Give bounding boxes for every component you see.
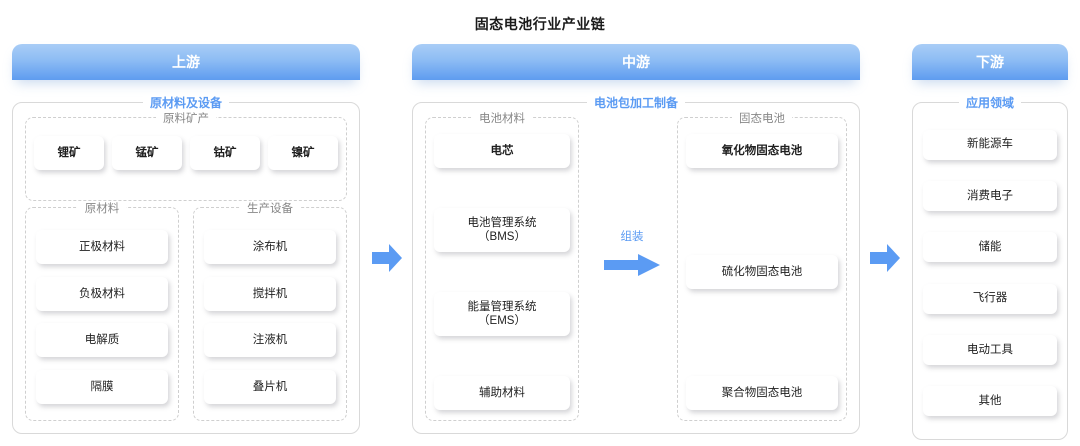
item-list: 涂布机 搅拌机 注液机 叠片机 [204, 224, 336, 410]
group-title: 原材料及设备 [13, 94, 359, 111]
subgroup-ore-minerals: 原料矿产 锂矿 锰矿 钴矿 镍矿 [25, 113, 347, 201]
item-list: 电芯 电池管理系统（BMS） 能量管理系统（EMS） 辅助材料 [434, 134, 570, 410]
item-box[interactable]: 电动工具 [923, 334, 1057, 365]
item-box[interactable]: 涂布机 [204, 230, 336, 265]
subgroup-title-label: 生产设备 [240, 203, 300, 215]
item-box[interactable]: 锰矿 [112, 136, 182, 170]
column-header-downstream: 下游 [912, 44, 1068, 80]
item-box[interactable]: 硫化物固态电池 [686, 255, 838, 289]
subgroup-battery-materials: 电池材料 电芯 电池管理系统（BMS） 能量管理系统（EMS） 辅助材料 [425, 113, 579, 421]
item-box[interactable]: 电解质 [36, 323, 168, 358]
group-battery-pack-processing: 电池包加工制备 电池材料 电芯 电池管理系统（BMS） 能量管理系统（EMS） … [412, 96, 860, 434]
item-box[interactable]: 飞行器 [923, 283, 1057, 314]
arrow-right-icon [370, 241, 404, 275]
ore-item-row: 锂矿 锰矿 钴矿 镍矿 [34, 136, 338, 170]
page-title: 固态电池行业产业链 [474, 16, 606, 32]
column-midstream: 中游 电池包加工制备 电池材料 电芯 电池管理系统（BMS） 能量管理系统（EM… [412, 44, 860, 434]
group-title: 应用领域 [913, 94, 1067, 111]
group-application-fields: 应用领域 新能源车 消费电子 储能 飞行器 电动工具 其他 [912, 96, 1068, 440]
item-box[interactable]: 其他 [923, 386, 1057, 417]
subgroup-title: 固态电池 [678, 110, 846, 126]
item-box[interactable]: 聚合物固态电池 [686, 376, 838, 410]
group-title-label: 应用领域 [958, 96, 1021, 110]
item-list: 新能源车 消费电子 储能 飞行器 电动工具 其他 [923, 119, 1057, 427]
column-downstream: 下游 应用领域 新能源车 消费电子 储能 飞行器 电动工具 其他 [912, 44, 1068, 440]
item-box[interactable]: 注液机 [204, 323, 336, 358]
upstream-lower-row: 原材料 正极材料 负极材料 电解质 隔膜 生产设备 涂布机 搅拌机 注液机 叠片… [25, 203, 347, 421]
item-box[interactable]: 搅拌机 [204, 276, 336, 311]
item-box[interactable]: 辅助材料 [434, 376, 570, 410]
item-box[interactable]: 叠片机 [204, 369, 336, 404]
column-upstream: 上游 原材料及设备 原料矿产 锂矿 锰矿 钴矿 镍矿 原材料 [12, 44, 360, 434]
item-box[interactable]: 新能源车 [923, 129, 1057, 160]
item-list: 氧化物固态电池 硫化物固态电池 聚合物固态电池 [686, 134, 838, 410]
subgroup-production-equipment: 生产设备 涂布机 搅拌机 注液机 叠片机 [193, 203, 347, 421]
group-raw-materials-and-equipment: 原材料及设备 原料矿产 锂矿 锰矿 钴矿 镍矿 原材料 正极材料 负极材 [12, 96, 360, 434]
subgroup-title: 生产设备 [194, 200, 346, 216]
item-box[interactable]: 能量管理系统（EMS） [434, 292, 570, 336]
subgroup-solid-state-battery: 固态电池 氧化物固态电池 硫化物固态电池 聚合物固态电池 [677, 113, 847, 421]
item-box[interactable]: 锂矿 [34, 136, 104, 170]
subgroup-title-label: 原材料 [77, 203, 127, 215]
item-box[interactable]: 钴矿 [190, 136, 260, 170]
subgroup-title-label: 原料矿产 [156, 113, 216, 125]
subgroup-title: 原材料 [26, 200, 178, 216]
item-box[interactable]: 负极材料 [36, 276, 168, 311]
item-box[interactable]: 正极材料 [36, 230, 168, 265]
column-header-upstream: 上游 [12, 44, 360, 80]
column-header-midstream: 中游 [412, 44, 860, 80]
subgroup-raw-materials: 原材料 正极材料 负极材料 电解质 隔膜 [25, 203, 179, 421]
subgroup-title-label: 固态电池 [732, 113, 792, 125]
subgroup-title: 电池材料 [426, 110, 578, 126]
group-title-label: 电池包加工制备 [586, 96, 685, 110]
arrow-right-icon [602, 252, 662, 278]
item-box[interactable]: 储能 [923, 232, 1057, 263]
item-list: 正极材料 负极材料 电解质 隔膜 [36, 224, 168, 410]
item-box[interactable]: 隔膜 [36, 369, 168, 404]
group-title: 电池包加工制备 [413, 94, 859, 111]
midstream-row: 电池材料 电芯 电池管理系统（BMS） 能量管理系统（EMS） 辅助材料 固态电… [425, 113, 847, 421]
item-box[interactable]: 消费电子 [923, 180, 1057, 211]
item-box[interactable]: 氧化物固态电池 [686, 134, 838, 168]
subgroup-title: 原料矿产 [26, 110, 346, 126]
item-box[interactable]: 电池管理系统（BMS） [434, 208, 570, 252]
group-title-label: 原材料及设备 [142, 96, 229, 110]
assembly-arrow-label: 组装 [620, 231, 644, 243]
item-box[interactable]: 电芯 [434, 134, 570, 168]
arrow-right-icon [868, 241, 902, 275]
item-box[interactable]: 镍矿 [268, 136, 338, 170]
subgroup-title-label: 电池材料 [472, 113, 532, 125]
